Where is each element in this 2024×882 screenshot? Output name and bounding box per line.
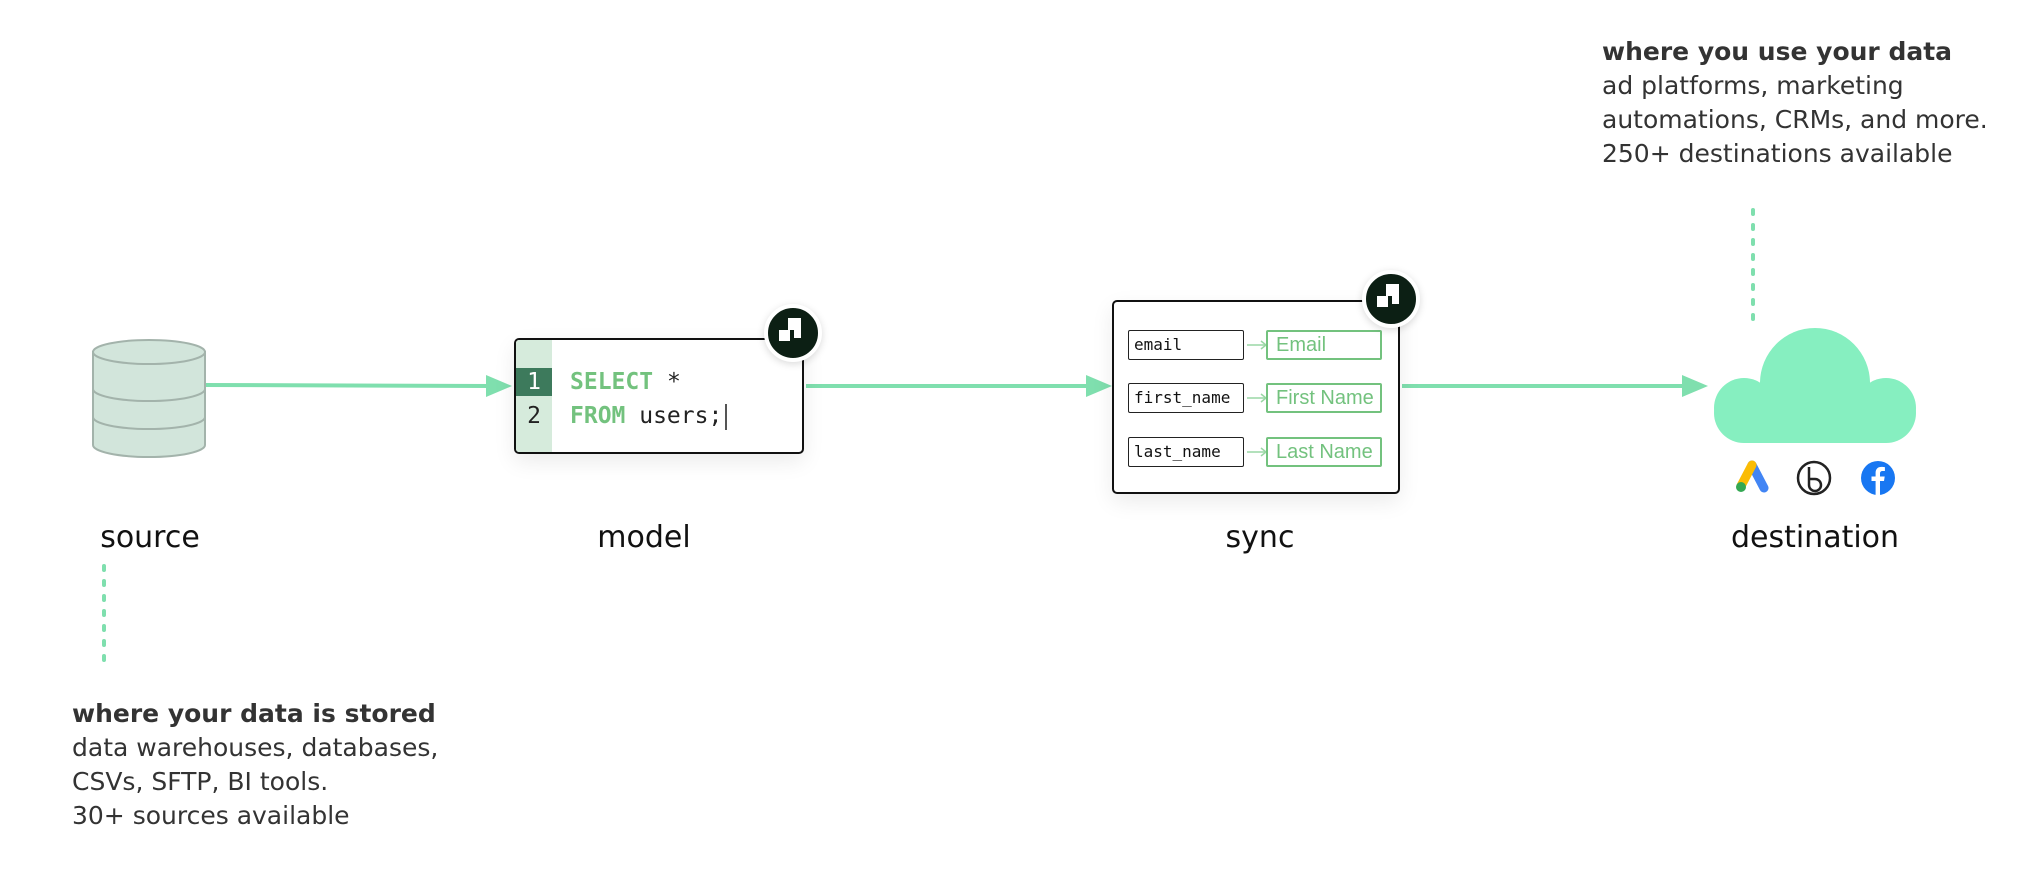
facebook-icon (1861, 461, 1895, 495)
caption-line: data warehouses, databases, (72, 733, 439, 762)
cloud-icon (1714, 328, 1916, 443)
sync-mapping-card: email Email first_name First Name last_n… (1112, 300, 1400, 494)
editor-gutter (516, 340, 552, 452)
stage-label-model: model (597, 520, 691, 555)
source-caption: where your data is stored data warehouse… (72, 697, 438, 833)
caption-title: where you use your data (1602, 37, 1953, 66)
caption-line: 30+ sources available (72, 801, 350, 830)
stage-label-destination: destination (1730, 520, 1900, 555)
caption-line: CSVs, SFTP, BI tools. (72, 767, 329, 796)
caption-line: automations, CRMs, and more. (1602, 105, 1988, 134)
code-line-2[interactable]: FROM users; (570, 402, 728, 430)
sql-keyword: FROM (570, 403, 626, 429)
line-number: 2 (527, 403, 541, 429)
google-ads-icon (1736, 460, 1769, 493)
source-field[interactable]: email (1128, 330, 1244, 360)
flow-arrow-sync-to-destination (1402, 375, 1708, 397)
app-logo-badge (764, 304, 822, 362)
text-cursor (725, 403, 728, 430)
database-icon (92, 339, 206, 458)
app-logo-badge (1362, 270, 1420, 328)
caption-line: ad platforms, marketing (1602, 71, 1904, 100)
caption-line: 250+ destinations available (1602, 139, 1953, 168)
source-field[interactable]: last_name (1128, 437, 1244, 467)
sql-text: users; (625, 403, 723, 429)
line-number: 1 (516, 368, 552, 396)
sql-model-editor[interactable]: 1 2 SELECT * FROM users; (514, 338, 804, 454)
sql-keyword: SELECT (570, 369, 654, 395)
stage-label-sync: sync (1225, 520, 1295, 555)
flow-arrow-model-to-sync (806, 375, 1112, 397)
field-mapping-row: first_name First Name (1128, 383, 1386, 413)
destination-field[interactable]: First Name (1266, 383, 1382, 413)
destination-field[interactable]: Last Name (1266, 437, 1382, 467)
field-mapping-row: email Email (1128, 330, 1386, 360)
braze-icon (1796, 460, 1832, 496)
destination-caption: where you use your data ad platforms, ma… (1602, 35, 1988, 171)
flow-arrow-source-to-model (204, 375, 512, 397)
stage-label-source: source (100, 520, 200, 555)
destination-field[interactable]: Email (1266, 330, 1382, 360)
source-field[interactable]: first_name (1128, 383, 1244, 413)
sql-text: * (653, 369, 681, 395)
code-line-1[interactable]: SELECT * (570, 368, 681, 396)
field-mapping-row: last_name Last Name (1128, 437, 1386, 467)
caption-title: where your data is stored (72, 699, 436, 728)
